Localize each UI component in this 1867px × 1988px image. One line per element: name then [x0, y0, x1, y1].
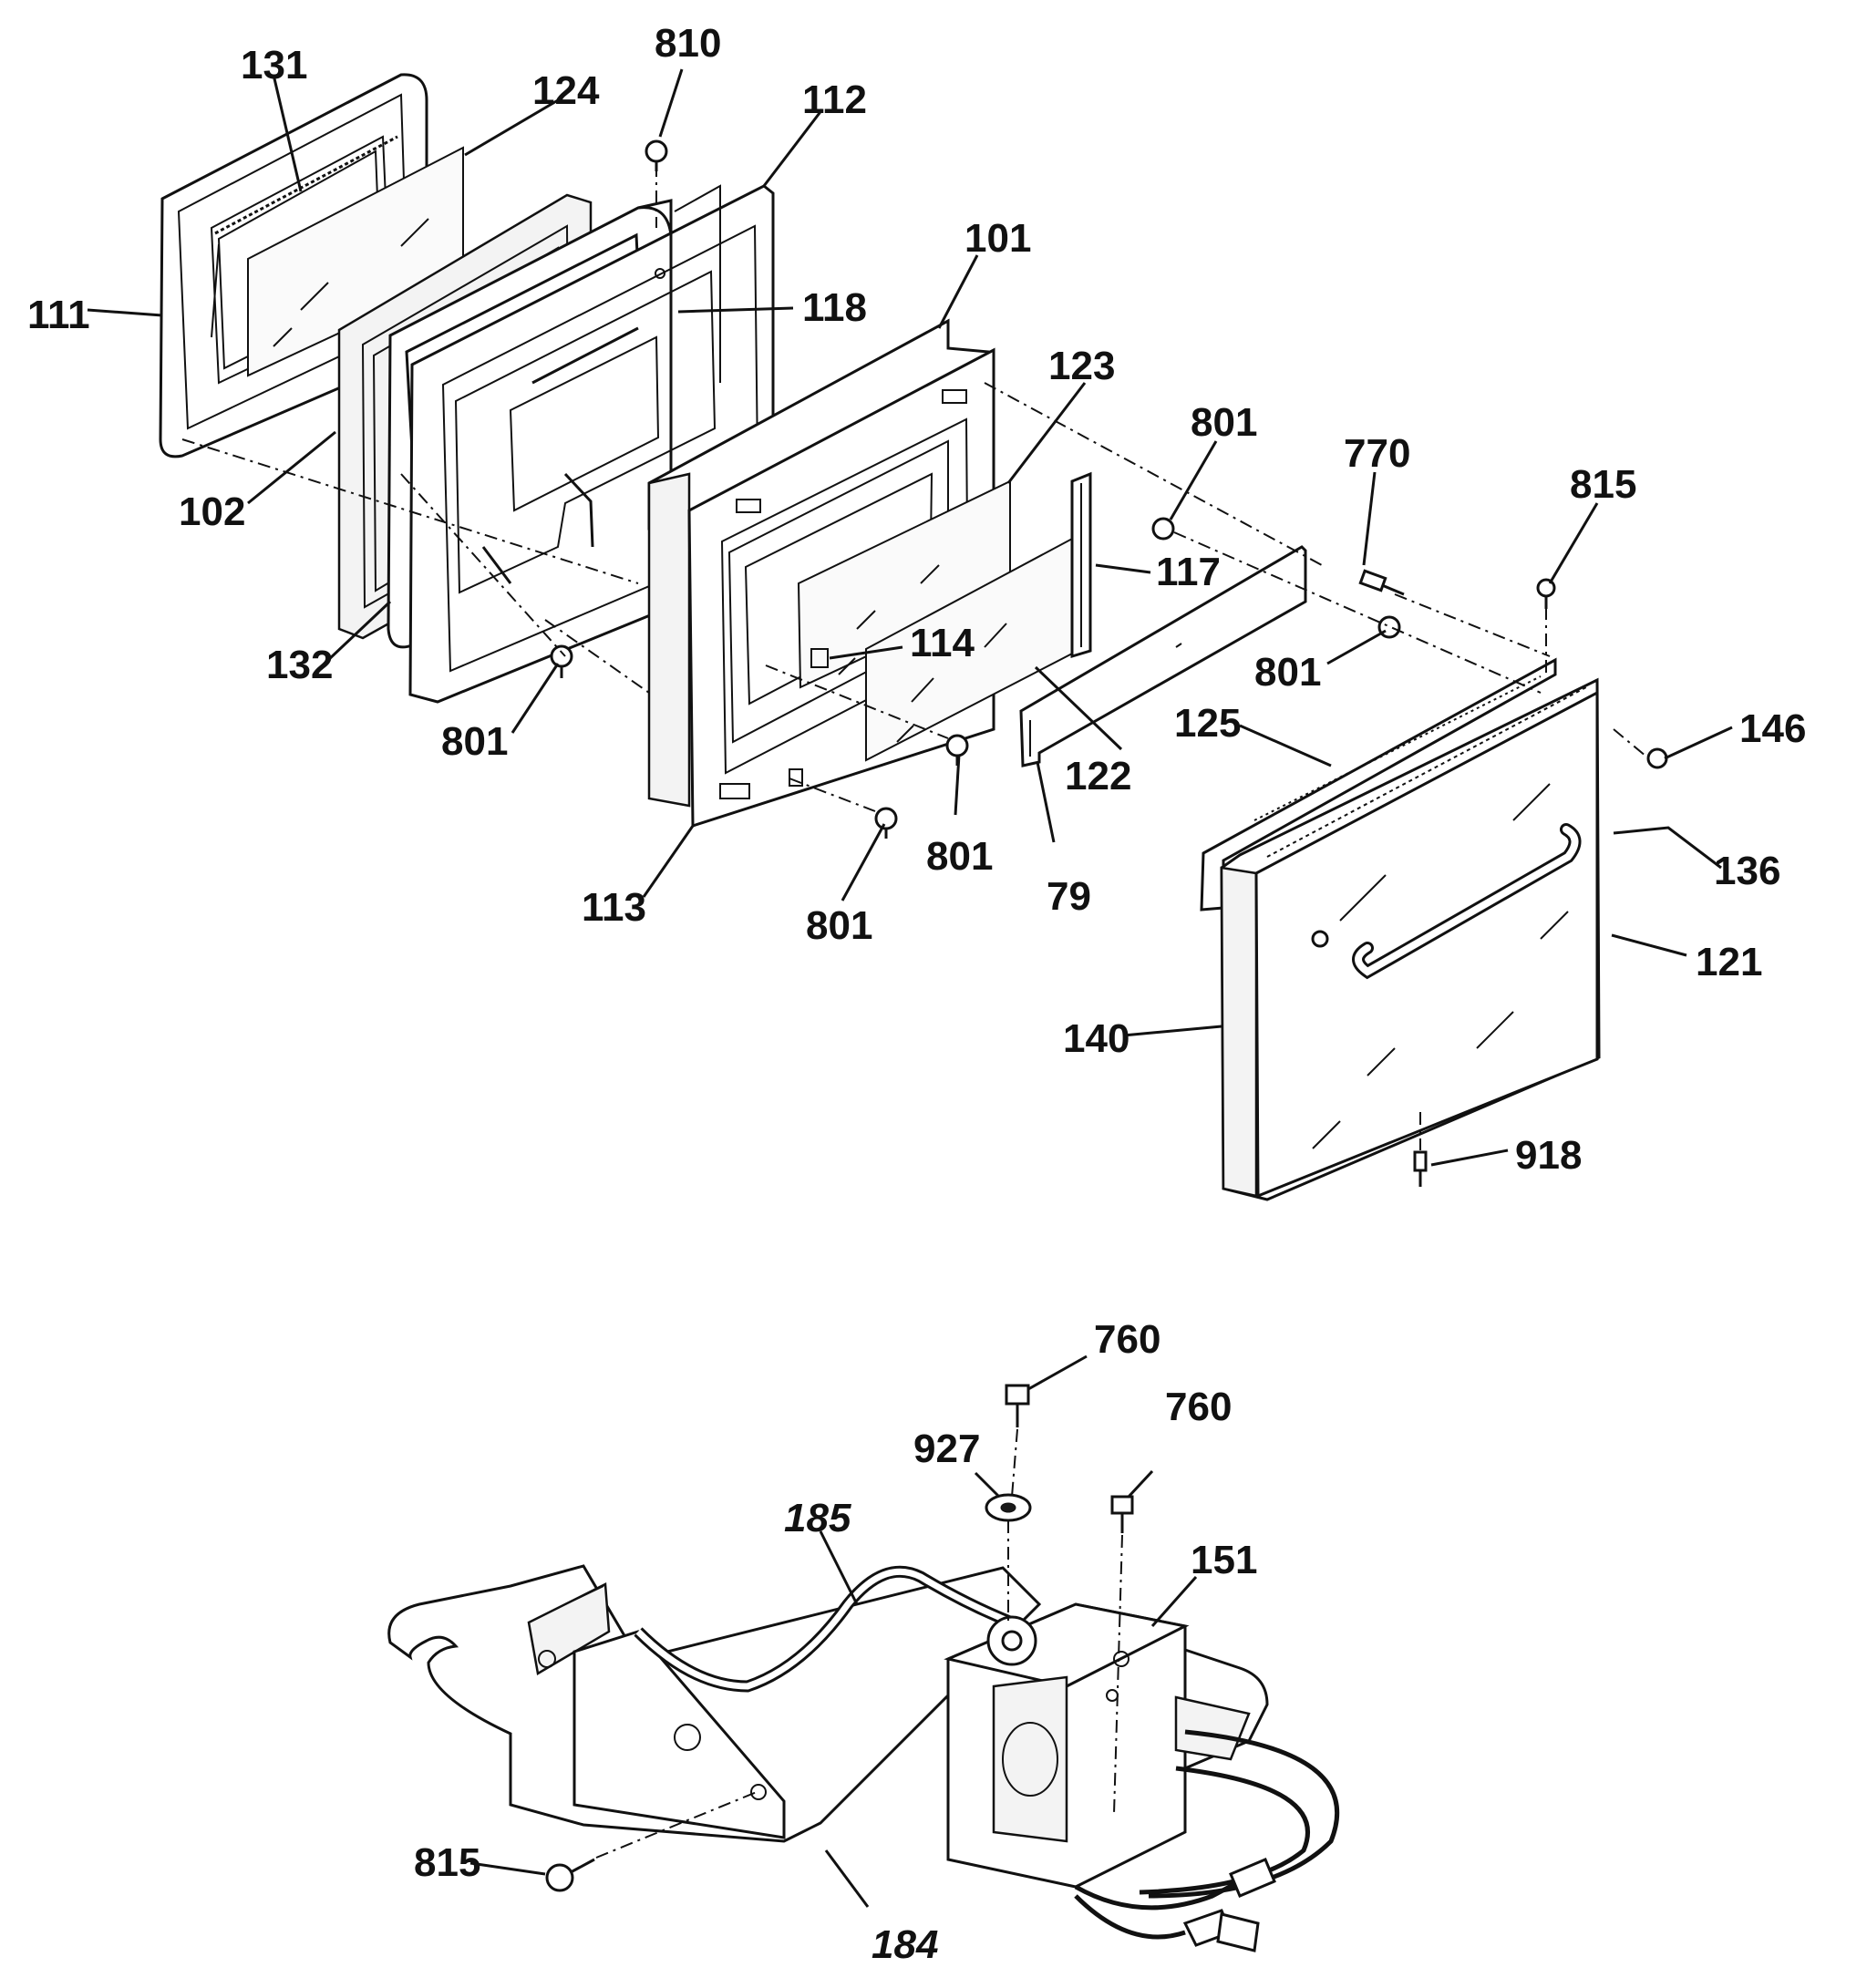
screw-760-a — [1005, 1384, 1030, 1427]
callout-810: 810 — [655, 21, 721, 66]
callout-184: 184 — [872, 1922, 938, 1967]
callout-111: 111 — [27, 293, 90, 337]
callout-801-b: 801 — [1254, 650, 1321, 695]
callout-760-a: 760 — [1094, 1317, 1160, 1362]
callout-801-e: 801 — [806, 903, 872, 948]
callout-815-b: 815 — [414, 1840, 480, 1885]
callout-801-a: 801 — [1191, 400, 1257, 445]
link-rod-185 — [634, 1565, 1015, 1693]
screw-918 — [1413, 1150, 1428, 1187]
glass-panel-114 — [810, 536, 1075, 762]
latch-arm-184 — [387, 1564, 1042, 1843]
callout-132: 132 — [266, 643, 333, 687]
trim-nut-146 — [1646, 747, 1668, 769]
callout-815: 815 — [1570, 462, 1636, 507]
window-pack-118 — [637, 184, 721, 492]
callout-117: 117 — [1156, 550, 1221, 594]
washer-927 — [985, 1493, 1032, 1522]
callout-121: 121 — [1696, 940, 1762, 984]
door-assembly: 131 124 810 112 101 111 118 123 801 770 … — [27, 21, 1806, 1201]
callout-770: 770 — [1344, 431, 1410, 476]
callout-124: 124 — [532, 68, 600, 113]
callout-118: 118 — [802, 285, 867, 330]
callout-801-d: 801 — [926, 834, 993, 879]
callout-140: 140 — [1063, 1016, 1129, 1061]
callout-136: 136 — [1714, 849, 1780, 893]
callout-112: 112 — [802, 77, 867, 122]
callout-927: 927 — [913, 1427, 980, 1471]
callout-760-b: 760 — [1165, 1385, 1232, 1429]
callout-125: 125 — [1174, 701, 1241, 746]
latch-assembly: 760 927 760 185 151 815 184 — [387, 1317, 1340, 1967]
callout-123: 123 — [1048, 344, 1115, 388]
screw-801-e — [874, 807, 898, 839]
wire-harness — [1074, 1729, 1340, 1952]
callout-146: 146 — [1739, 706, 1806, 751]
switch-housing-151 — [944, 1602, 1269, 1889]
screw-801-a — [1151, 517, 1175, 541]
door-bracket-79 — [1019, 545, 1307, 767]
callout-801-c: 801 — [441, 719, 508, 764]
callout-101: 101 — [964, 216, 1031, 261]
screw-760-b — [1110, 1495, 1134, 1533]
door-handle-136 — [1352, 823, 1582, 980]
screw-801-c — [550, 644, 573, 678]
screw-770 — [1358, 569, 1405, 596]
callout-102: 102 — [179, 489, 245, 534]
outer-door-panel-140 — [1220, 677, 1601, 1201]
screw-801-d — [945, 734, 969, 766]
callout-122: 122 — [1065, 754, 1131, 798]
callout-114: 114 — [910, 621, 975, 665]
bracket-117 — [1070, 471, 1092, 659]
vent-trim-125 — [1200, 657, 1557, 912]
callout-185: 185 — [784, 1496, 851, 1540]
callout-131: 131 — [241, 43, 307, 88]
callout-151: 151 — [1191, 1538, 1257, 1582]
gasket-131 — [211, 135, 398, 338]
screw-815-b — [545, 1858, 595, 1892]
trim-nut — [1311, 930, 1329, 948]
callout-79: 79 — [1047, 874, 1091, 919]
callout-918: 918 — [1515, 1133, 1582, 1178]
screw-815-a — [1536, 578, 1556, 609]
callout-113: 113 — [582, 885, 646, 930]
